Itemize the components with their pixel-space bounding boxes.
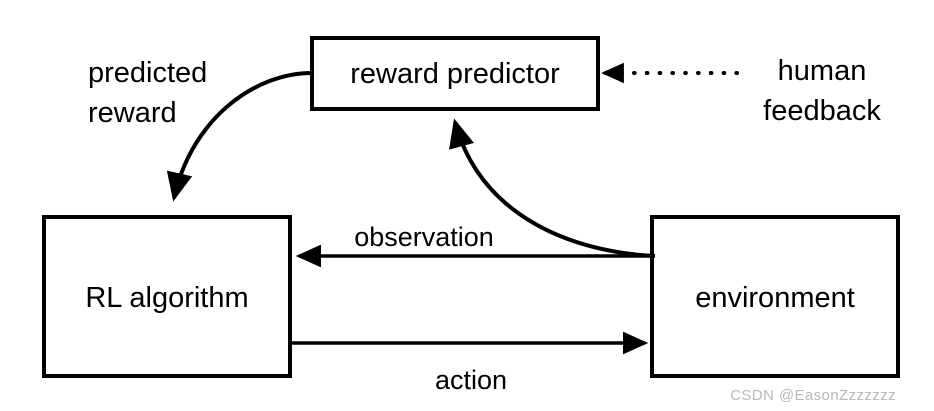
reward-predictor-label: reward predictor xyxy=(350,58,560,90)
predicted-reward-label-line1: predicted xyxy=(88,57,207,89)
node-rl-algorithm[interactable]: RL algorithm xyxy=(42,215,292,378)
action-label: action xyxy=(435,365,507,395)
rl-algorithm-box[interactable] xyxy=(42,215,292,378)
edge-environment-to-reward-predictor xyxy=(449,118,656,258)
edge-reward-predictor-to-rl-algorithm xyxy=(166,71,313,202)
predicted-reward-label-line2: reward xyxy=(88,97,177,129)
human-feedback-label-line2: feedback xyxy=(763,95,881,127)
environment-box[interactable] xyxy=(650,215,900,378)
node-reward-predictor[interactable]: reward predictor xyxy=(310,36,600,111)
rl-algorithm-label: RL algorithm xyxy=(85,282,248,314)
environment-label: environment xyxy=(695,282,855,314)
watermark-label: CSDN @EasonZzzzzzz xyxy=(730,387,896,404)
observation-label: observation xyxy=(354,222,494,252)
node-environment[interactable]: environment xyxy=(650,215,900,378)
human-feedback-label-line1: human xyxy=(778,55,867,87)
